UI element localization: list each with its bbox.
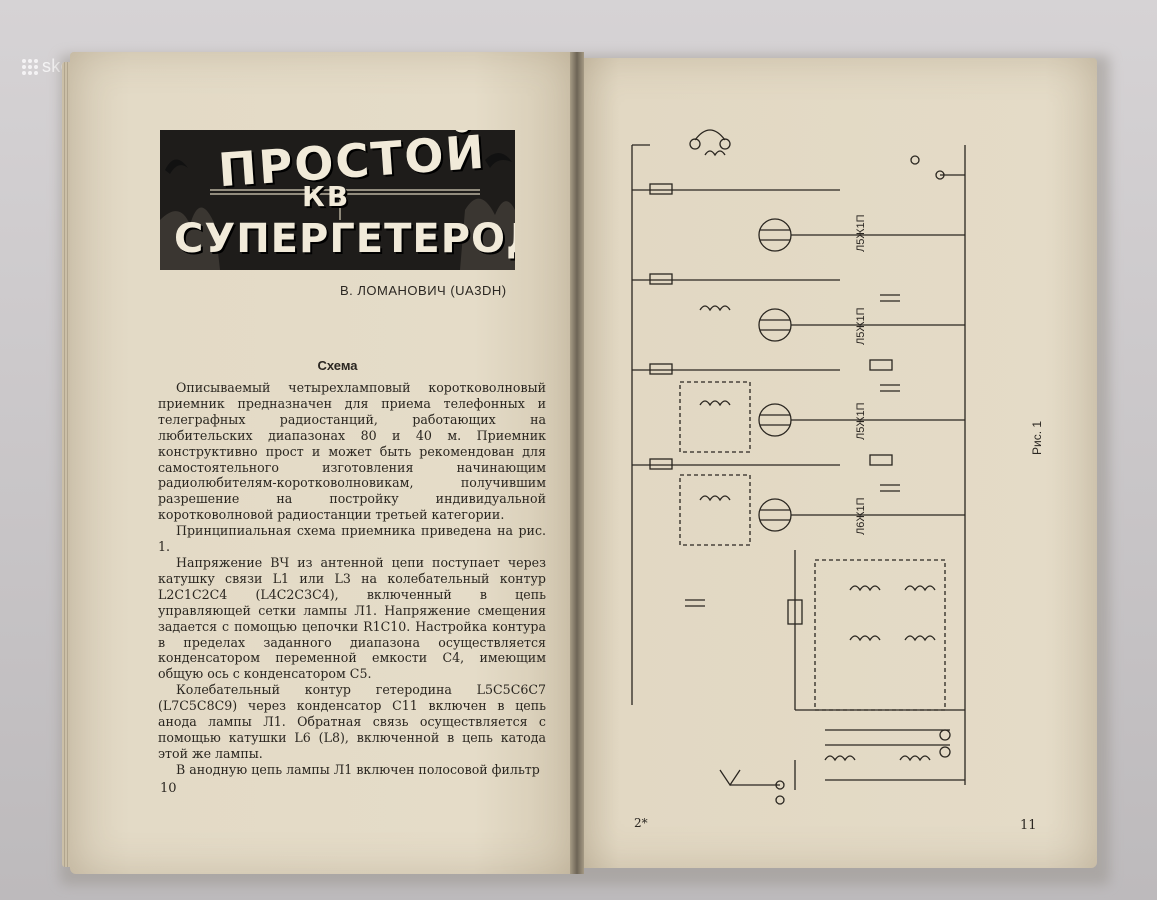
section-title: Схема [317, 358, 358, 373]
page-number-left: 10 [160, 781, 177, 796]
page-number-right: 11 [1020, 818, 1037, 833]
article-body: Описываемый четырехламповый коротковолно… [158, 380, 546, 778]
paragraph: В анодную цепь лампы Л1 включен полосово… [176, 761, 540, 777]
watermark-dots-icon [22, 58, 38, 75]
banner-title-line2: КВ [302, 180, 351, 213]
banner-illustration [160, 152, 515, 270]
circuit-schematic [631, 129, 966, 805]
article-author: В. ЛОМАНОВИЧ (UA3DH) [340, 283, 507, 298]
paragraph: Описываемый четырехламповый коротковолно… [158, 380, 546, 523]
figure-caption: Рис. 1 [1030, 420, 1044, 455]
banner-title-line3: СУПЕРГЕТЕРОДИН [174, 216, 515, 262]
tube-label-3: Л5Ж1П [855, 402, 867, 440]
tube-label-4: Л6Ж1П [855, 497, 867, 535]
tube-label-2: Л5Ж1П [855, 307, 867, 345]
title-banner: ПРОСТОЙ КВ СУПЕРГЕТЕРОДИН [160, 130, 515, 270]
paragraph: Напряжение ВЧ из антенной цепи поступает… [158, 554, 546, 682]
right-page [577, 58, 1097, 868]
page-edges [62, 62, 72, 867]
paragraph: Принципиальная схема приемника приведена… [158, 523, 546, 555]
book-gutter [570, 52, 584, 874]
signature-mark: 2* [634, 816, 648, 830]
tube-label-1: Л5Ж1П [855, 214, 867, 252]
paragraph: Колебательный контур гетеродина L5C5C6C7… [158, 682, 546, 761]
